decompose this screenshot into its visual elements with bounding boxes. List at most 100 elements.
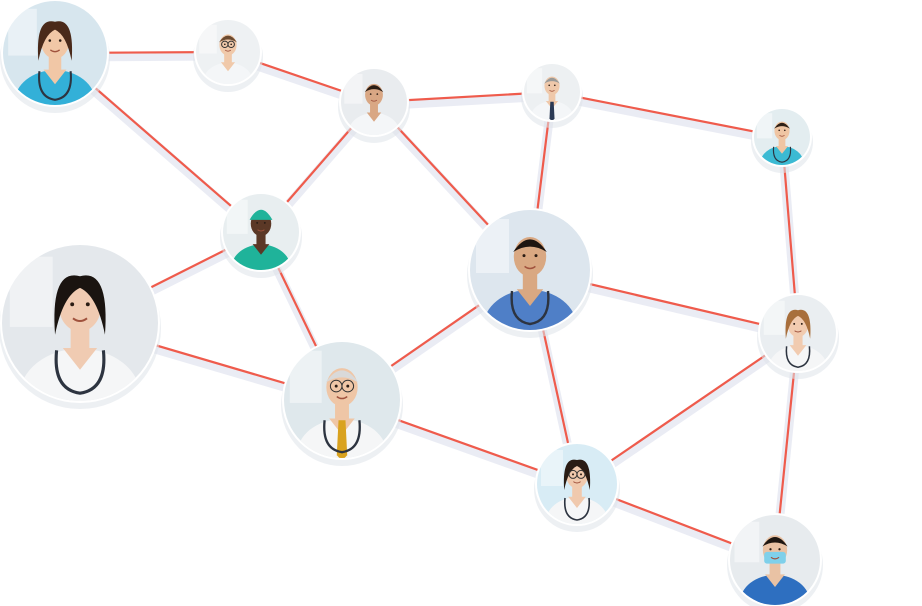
neck — [70, 326, 90, 351]
avatar-photo — [760, 295, 836, 371]
avatar-surgeon-cap — [220, 192, 302, 278]
connection-line-glow — [547, 91, 787, 146]
eye — [580, 473, 582, 476]
avatar-doctor-whitecoat — [338, 67, 410, 143]
clothing — [203, 62, 253, 84]
collar — [366, 112, 382, 122]
photo-window-light — [9, 256, 53, 327]
neck — [48, 55, 62, 72]
avatar-photo — [754, 109, 810, 165]
avatar-nodes — [0, 0, 839, 606]
eye — [554, 84, 556, 87]
avatar-nurse-scrubs — [0, 0, 110, 113]
eye — [522, 254, 526, 258]
clothing — [14, 70, 96, 105]
photo-window-light — [526, 68, 543, 94]
surgical-cap — [249, 209, 273, 220]
eye — [778, 129, 780, 132]
photo-window-light — [756, 113, 773, 139]
avatar-photo — [284, 342, 400, 458]
photo-window-light — [763, 300, 785, 335]
glasses — [341, 379, 355, 393]
photo-window-light — [344, 73, 363, 104]
eye — [334, 384, 338, 388]
mouth — [573, 481, 581, 484]
neck — [769, 562, 781, 576]
neck — [778, 138, 786, 147]
mouth — [336, 395, 348, 400]
hair — [54, 275, 106, 335]
hair — [513, 239, 547, 252]
avatar-photo — [524, 64, 580, 120]
hair — [762, 537, 788, 547]
eye — [793, 322, 796, 325]
clothing — [768, 345, 828, 371]
eye — [800, 322, 803, 325]
avatar-doctor-senior-tie — [281, 340, 403, 466]
mouth — [72, 317, 88, 323]
clothing — [19, 348, 141, 401]
mouth — [49, 49, 61, 53]
avatar-photo — [470, 210, 590, 330]
eye — [263, 221, 266, 224]
stethoscope — [785, 346, 811, 368]
avatar-nurse-mask — [727, 513, 823, 606]
collar — [775, 145, 789, 154]
eye — [369, 93, 372, 95]
eye — [48, 39, 52, 42]
eye — [58, 39, 62, 42]
photo-window-light — [541, 450, 563, 486]
avatar-doctor-tie — [521, 62, 583, 128]
hair — [364, 85, 384, 93]
hair — [774, 122, 790, 129]
stethoscope — [38, 71, 72, 101]
neck — [335, 402, 349, 421]
photo-window-light — [226, 199, 248, 234]
collar — [516, 289, 544, 306]
neck — [256, 233, 266, 246]
avatar-photo — [341, 69, 407, 135]
mouth — [224, 49, 232, 52]
glasses — [576, 469, 586, 479]
neck — [224, 53, 232, 64]
photo-window-light — [289, 350, 322, 403]
avatar-doctor-female-glasses — [534, 442, 620, 532]
avatar-doctor-female-whitecoat — [757, 293, 839, 379]
avatar-photo — [223, 194, 299, 270]
mouth — [524, 265, 536, 270]
neck — [548, 93, 556, 102]
photo-window-light — [199, 24, 217, 54]
eye — [346, 384, 350, 388]
face-mask — [764, 551, 786, 564]
stethoscope — [323, 420, 361, 454]
stethoscope — [510, 290, 550, 326]
avatar-doctor-whitecoat — [193, 18, 263, 92]
connection-line-glow — [572, 332, 803, 493]
hair — [563, 459, 591, 490]
avatar-photo — [3, 1, 107, 105]
clothing — [483, 289, 577, 330]
eye — [769, 548, 772, 551]
stethoscope — [563, 497, 591, 521]
mouth — [549, 89, 555, 92]
eye — [548, 84, 550, 87]
collar — [568, 496, 586, 508]
collar — [220, 62, 236, 72]
clothing — [348, 112, 400, 135]
eye — [784, 129, 786, 132]
eye — [85, 302, 90, 307]
photo-window-light — [8, 8, 37, 56]
tie — [549, 101, 555, 120]
eye — [256, 221, 259, 224]
avatar-doctor-female-whitecoat — [0, 243, 161, 409]
avatar-doctor-stethoscope — [467, 208, 593, 338]
eye — [376, 93, 379, 95]
hair — [785, 309, 811, 339]
collar — [765, 574, 785, 587]
clothing — [231, 244, 291, 270]
glasses — [227, 40, 235, 49]
clothing — [545, 497, 609, 524]
avatar-photo — [2, 245, 158, 401]
mouth — [257, 229, 265, 232]
